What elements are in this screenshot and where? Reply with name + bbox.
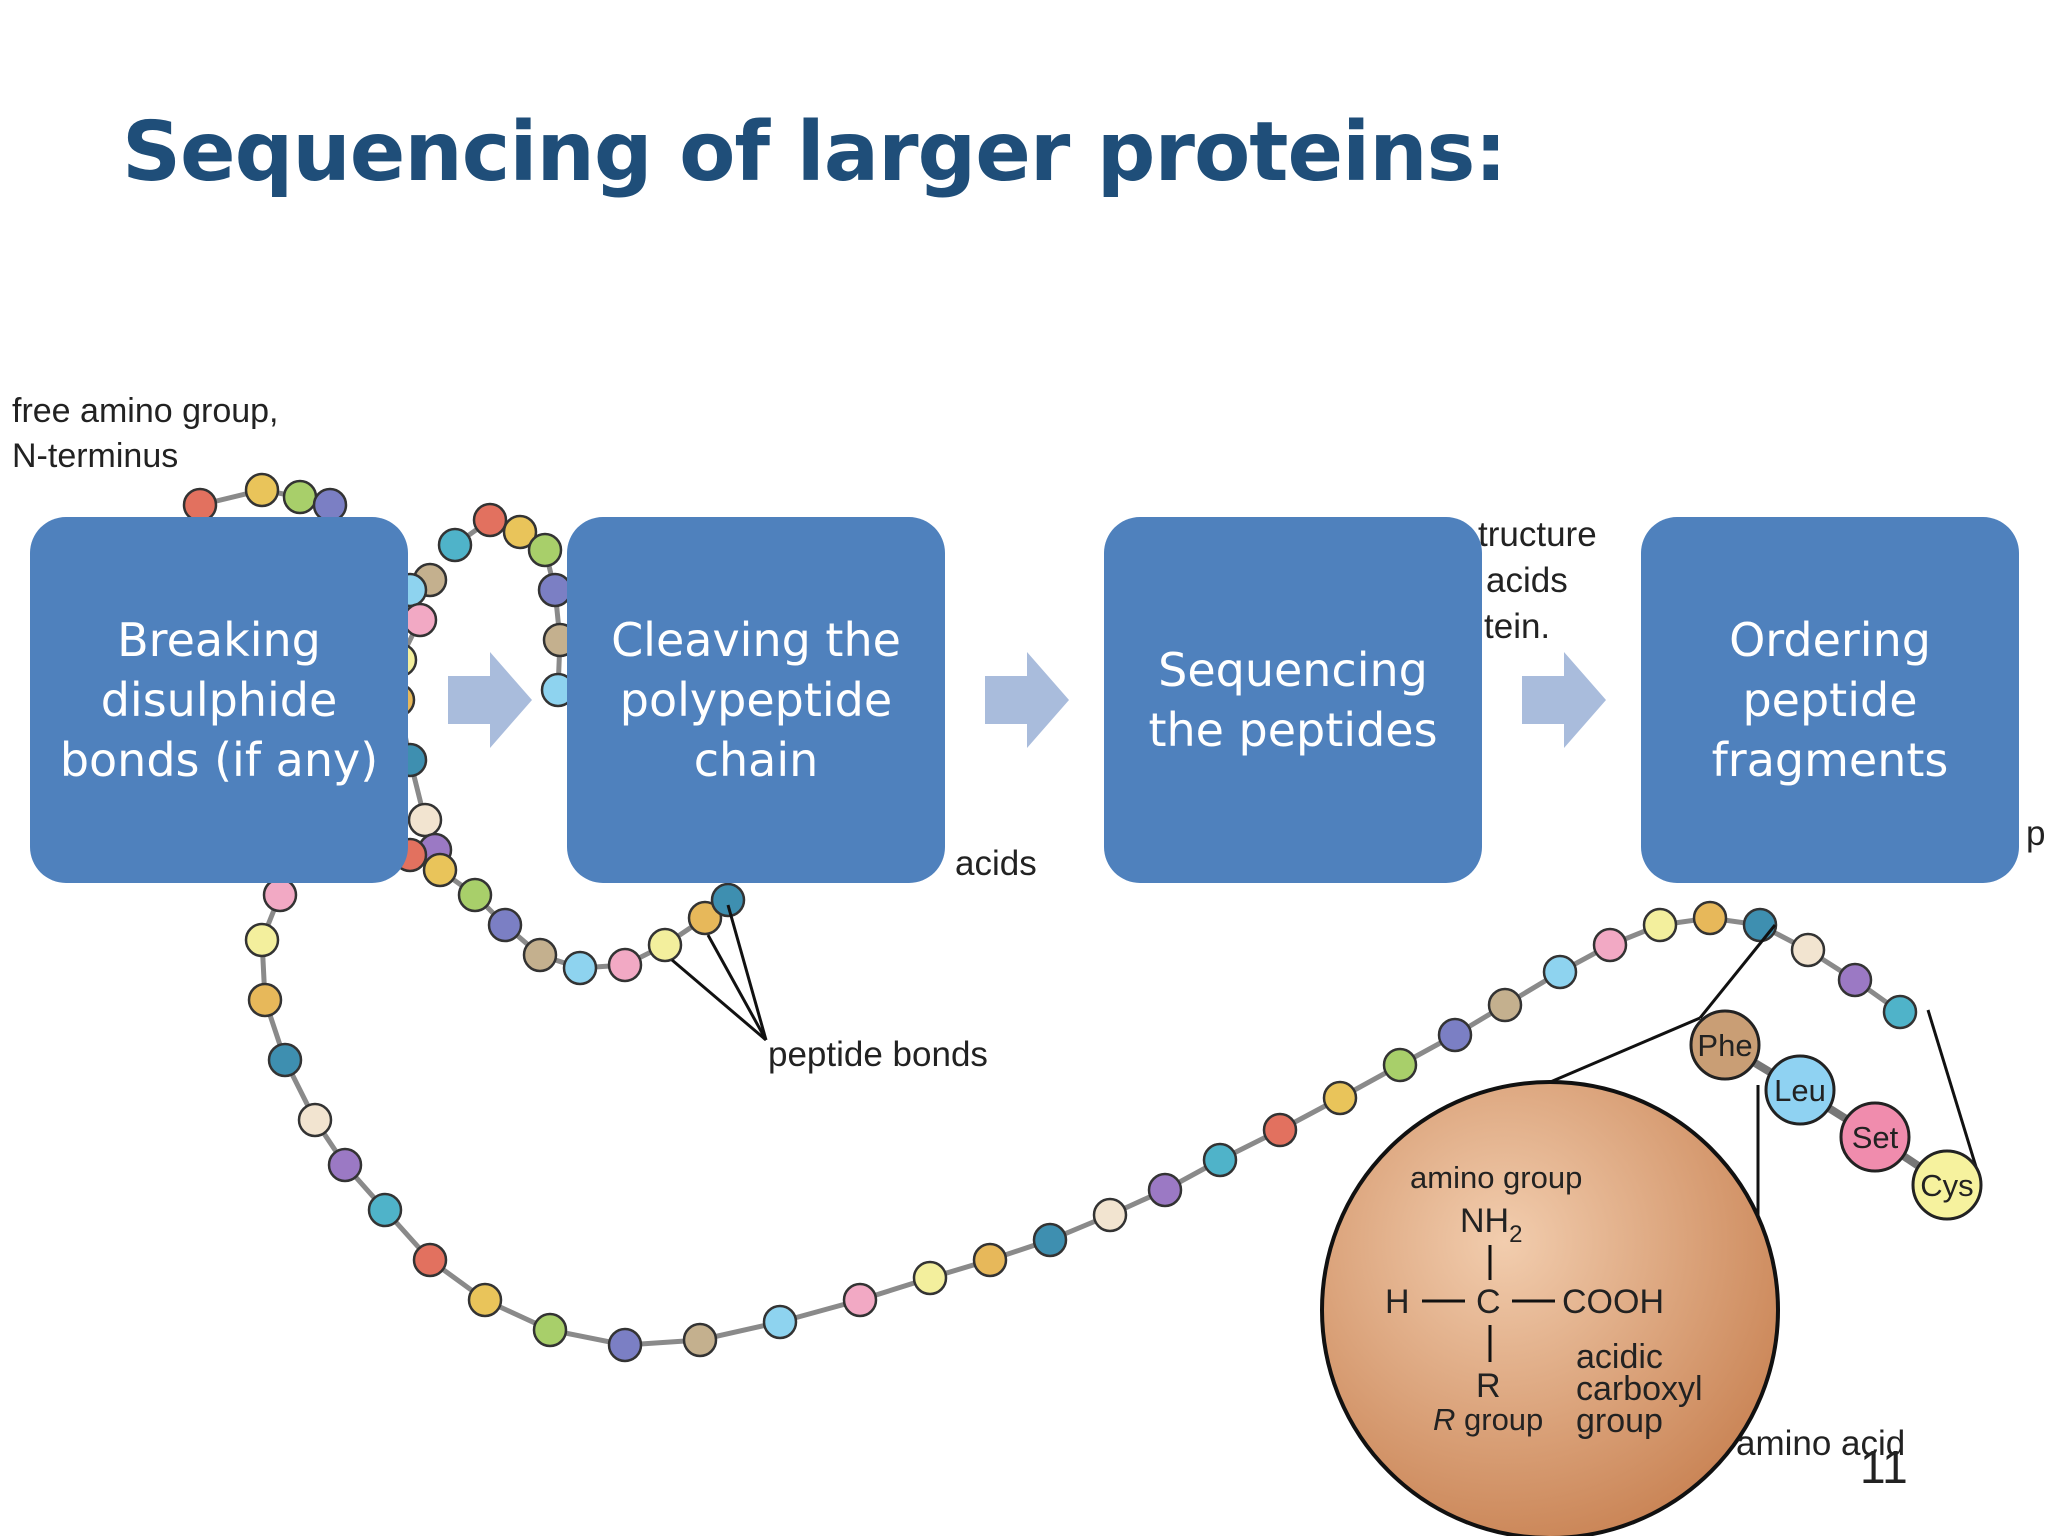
residue-leu-label: Leu	[1774, 1073, 1826, 1108]
amino-acid-bead	[327, 1147, 363, 1183]
h-atom-label: H	[1385, 1283, 1410, 1321]
structure-fragment-1: tructure	[1478, 515, 1597, 554]
cooh-label: COOH	[1562, 1283, 1664, 1321]
amino-acid-bead	[1487, 987, 1523, 1023]
amino-acid-bead	[262, 877, 298, 913]
amino-acid-bead	[842, 1282, 878, 1318]
slide-title: Sequencing of larger proteins:	[122, 105, 1507, 200]
amino-acid-bead	[562, 950, 598, 986]
residue-ser-bead	[1839, 1101, 1911, 1173]
inset-pointer-line	[1698, 924, 1777, 1019]
residue-cys-label: Cys	[1920, 1168, 1973, 1203]
amino-group-label: amino group	[1410, 1160, 1582, 1195]
amino-acid-bead	[1742, 907, 1778, 943]
amino-acid-bead	[437, 527, 473, 563]
residue-phe-label: Phe	[1697, 1028, 1752, 1063]
amino-acid-bead	[367, 1192, 403, 1228]
residue-phe-bead	[1689, 1009, 1761, 1081]
residue-cys-bead	[1911, 1149, 1983, 1221]
flow-arrow-1-icon	[448, 652, 532, 748]
amino-acid-bead	[422, 852, 458, 888]
amino-acid-bead	[1790, 932, 1826, 968]
step-order-peptide-fragments: Ordering peptide fragments	[1641, 517, 2019, 883]
residue-ser-label: Set	[1852, 1120, 1899, 1155]
residue-bracket-line	[1926, 1009, 1982, 1181]
amino-acid-bead	[457, 877, 493, 913]
amino-acid-bead	[607, 1327, 643, 1363]
amino-acid-bead	[687, 900, 723, 936]
chain-backbone	[408, 852, 730, 971]
amino-acid-bead	[412, 1242, 448, 1278]
structure-fragment-3: tein.	[1484, 607, 1550, 646]
amino-acid-bead	[297, 1102, 333, 1138]
acidic-label-line2: carboxyl	[1576, 1370, 1703, 1408]
amino-acid-bead	[762, 1304, 798, 1340]
amino-acid-bead	[522, 937, 558, 973]
amino-acid-bead	[1542, 954, 1578, 990]
r-group-label: R group	[1433, 1402, 1543, 1437]
amino-acid-bead	[282, 479, 318, 515]
amino-acid-bead	[244, 472, 280, 508]
amino-acid-bead	[267, 1042, 303, 1078]
amino-acid-bead	[1382, 1047, 1418, 1083]
n-terminus-label-line1: free amino group,	[12, 392, 279, 430]
amino-acid-bead	[1837, 962, 1873, 998]
amino-acid-bead	[532, 1312, 568, 1348]
structure-fragment-2: acids	[1486, 561, 1568, 600]
amino-acid-bead	[1262, 1112, 1298, 1148]
c-atom-label: C	[1476, 1283, 1501, 1321]
residue-leu-bead	[1764, 1054, 1836, 1126]
amino-acid-bead	[247, 982, 283, 1018]
amino-acid-bead	[1642, 907, 1678, 943]
amino-acid-bead	[1147, 1172, 1183, 1208]
amino-acid-bead	[1202, 1142, 1238, 1178]
amino-acid-bead	[682, 1322, 718, 1358]
amino-acid-bead	[1592, 927, 1628, 963]
amino-acid-bead	[244, 922, 280, 958]
amino-acid-bead	[527, 532, 563, 568]
peptide-bond-pointer	[726, 904, 768, 1041]
amino-acid-bead	[912, 1260, 948, 1296]
step-cleave-polypeptide-chain: Cleaving the polypeptide chain	[567, 517, 945, 883]
acidic-label-line1: acidic	[1576, 1338, 1663, 1376]
peptide-bond-pointer	[706, 934, 768, 1041]
amino-acid-bead	[487, 907, 523, 943]
amino-acid-bead	[472, 502, 508, 538]
r-atom-label: R	[1476, 1367, 1501, 1405]
amino-acid-bead	[1692, 900, 1728, 936]
flow-arrow-3-icon	[1522, 652, 1606, 748]
amino-acid-bead	[647, 927, 683, 963]
step-sequence-peptides: Sequencing the peptides	[1104, 517, 1482, 883]
amino-acid-bead	[972, 1242, 1008, 1278]
edge-fragment: p	[2026, 814, 2045, 853]
amino-acid-bead	[402, 602, 438, 638]
amino-acid-bead	[710, 882, 746, 918]
nh2-label: NH2	[1460, 1202, 1522, 1248]
acids-label: acids	[955, 844, 1037, 883]
amino-acid-bead	[467, 1282, 503, 1318]
amino-acid-bead	[1322, 1080, 1358, 1116]
amino-acid-bead	[607, 947, 643, 983]
peptide-bonds-label: peptide bonds	[768, 1035, 988, 1074]
amino-acid-bead	[1032, 1222, 1068, 1258]
amino-acid-bead	[502, 514, 538, 550]
amino-acid-bead	[407, 802, 443, 838]
amino-acid-label: amino acid	[1736, 1424, 1905, 1463]
amino-acid-bead	[1092, 1197, 1128, 1233]
step-break-disulphide-bonds: Breaking disulphide bonds (if any)	[30, 517, 408, 883]
slide-number: 11	[1860, 1441, 1908, 1493]
amino-acid-bead	[1882, 994, 1918, 1030]
peptide-bond-pointer	[671, 958, 767, 1042]
flow-arrow-2-icon	[985, 652, 1069, 748]
n-terminus-label-line2: N-terminus	[12, 437, 178, 475]
amino-acid-inset	[1320, 1080, 1780, 1536]
amino-acid-bead	[1437, 1017, 1473, 1053]
acidic-label-line3: group	[1576, 1402, 1663, 1440]
